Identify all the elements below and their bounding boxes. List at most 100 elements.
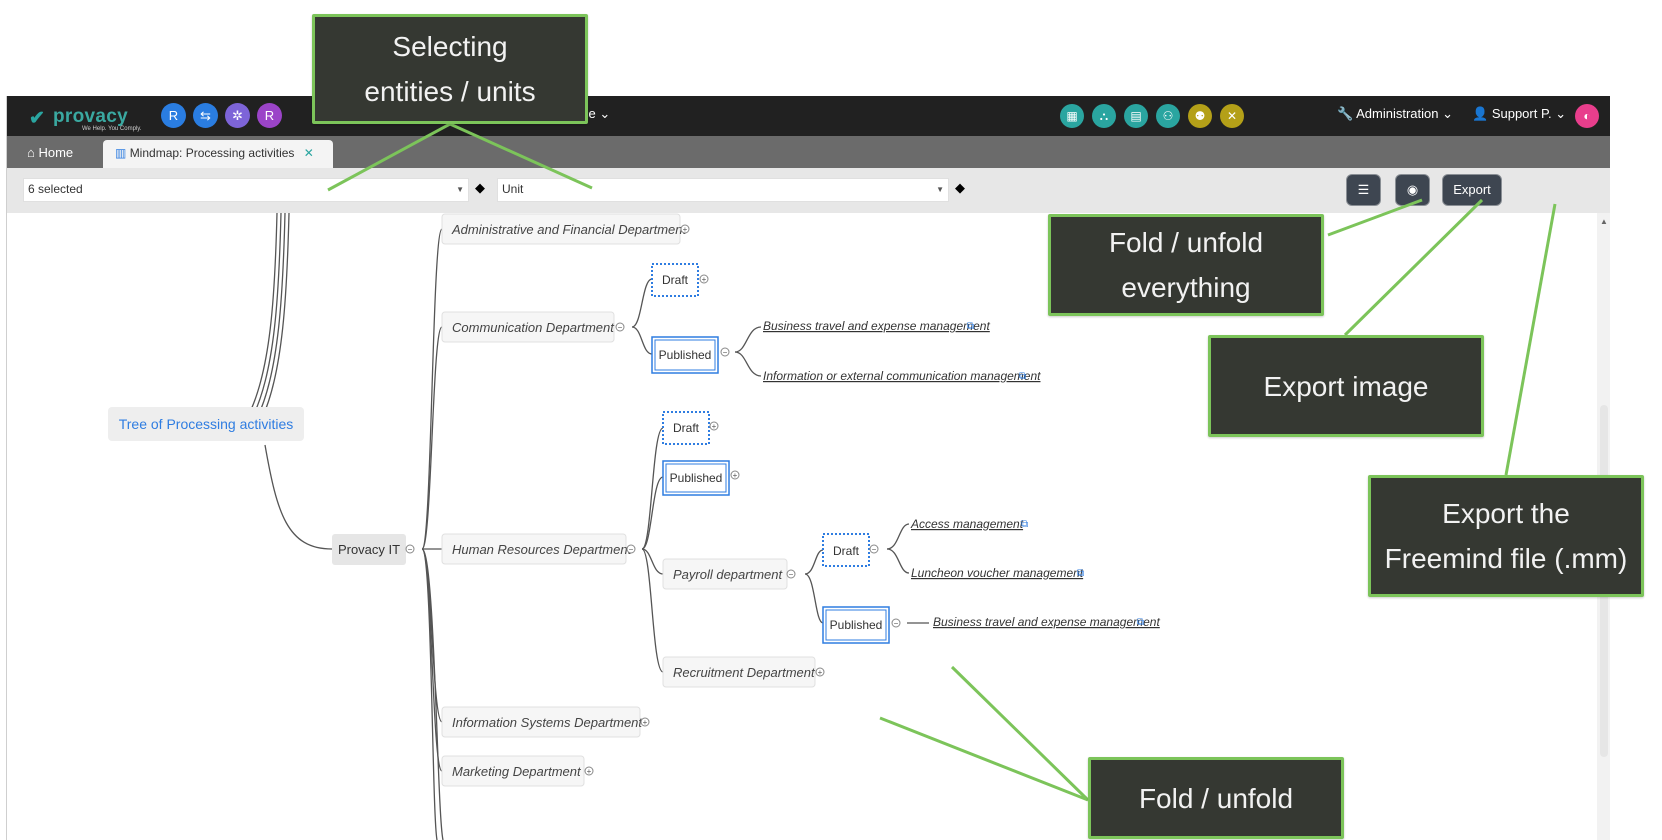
mindmap-root-node[interactable]: Tree of Processing activities — [108, 407, 304, 441]
module-r-purple-icon[interactable]: R — [257, 103, 282, 128]
avatar[interactable]: ◐ — [1575, 104, 1599, 128]
external-link-icon: ⧉ — [1019, 371, 1026, 382]
administration-menu[interactable]: 🔧 Administration ⌄ — [1337, 106, 1453, 121]
user-icon: 👤 — [1472, 106, 1489, 121]
svg-text:Business travel and expense ma: Business travel and expense management — [933, 615, 1160, 629]
export-button[interactable]: Export — [1442, 174, 1502, 206]
edge — [641, 476, 664, 550]
edge — [631, 326, 653, 355]
svg-text:Published: Published — [670, 471, 723, 485]
module-r-icon[interactable]: R — [161, 103, 186, 128]
expand-icon: + — [702, 275, 707, 284]
external-link-icon: ⧉ — [1021, 519, 1028, 530]
expand-icon: + — [643, 718, 648, 727]
edge — [421, 548, 444, 840]
dept-node[interactable]: Human Resources Department − — [441, 533, 636, 565]
collapse-icon: − — [618, 323, 623, 332]
edge — [734, 326, 762, 353]
edge — [421, 548, 443, 772]
svg-text:Draft: Draft — [833, 544, 860, 558]
mindmap-company-node[interactable]: Provacy IT − — [332, 534, 415, 565]
tab-home[interactable]: ⌂ Home — [27, 145, 74, 160]
external-link-icon: ⧉ — [1137, 617, 1144, 628]
edge — [261, 213, 290, 419]
expand-icon: + — [733, 471, 738, 480]
status-published-node[interactable]: Published − — [651, 336, 730, 374]
activity-link[interactable]: Business travel and expense management ⧉ — [763, 319, 990, 333]
expand-icon: + — [587, 767, 592, 776]
filter-bar: 6 selected ▼ ◆ Unit ▼ ◆ ☰ ◉ Export — [7, 168, 1610, 213]
home-icon: ⌂ — [27, 145, 35, 160]
dept-node[interactable]: Administrative and Financial Department … — [441, 213, 690, 245]
collapse-icon: − — [894, 619, 899, 628]
svg-text:Information Systems Department: Information Systems Department — [452, 715, 643, 730]
dept-node[interactable]: Information Systems Department + — [441, 706, 650, 738]
user-menu[interactable]: 👤 Support P. ⌄ — [1472, 106, 1567, 121]
edge — [246, 213, 278, 419]
external-link-icon: ⧉ — [1077, 568, 1084, 579]
entity-icon[interactable]: ▤ — [1124, 104, 1148, 128]
scroll-up-arrow-icon[interactable]: ▲ — [1600, 217, 1608, 226]
fold-all-button[interactable]: ☰ — [1346, 174, 1381, 206]
logo-tagline: We Help. You Comply. — [82, 126, 142, 132]
entities-select[interactable]: 6 selected ▼ — [23, 178, 469, 202]
collapse-icon: − — [408, 545, 413, 554]
status-published-node[interactable]: Published + — [662, 460, 740, 496]
edge — [641, 548, 664, 673]
eraser-icon[interactable]: ◆ — [955, 180, 965, 195]
close-tab-icon[interactable]: ✕ — [303, 146, 314, 160]
flow-icon[interactable]: ⇆ — [193, 103, 218, 128]
org-chart-icon[interactable]: ⛬ — [1092, 104, 1116, 128]
svg-text:Published: Published — [830, 618, 883, 632]
activity-link[interactable]: Information or external communication ma… — [763, 369, 1041, 383]
subdept-node[interactable]: Recruitment Department + — [662, 656, 825, 688]
tools-icon[interactable]: ✕ — [1220, 104, 1244, 128]
status-draft-node[interactable]: Draft + — [651, 263, 709, 297]
svg-text:Marketing Department: Marketing Department — [452, 764, 582, 779]
edge — [641, 548, 664, 575]
activity-link[interactable]: Luncheon voucher management ⧉ — [911, 566, 1084, 580]
svg-text:Published: Published — [659, 348, 712, 362]
provacy-logo[interactable]: ✔ provacy We Help. You Comply. — [29, 104, 142, 132]
dept-node[interactable]: Marketing Department + — [441, 755, 594, 787]
gear-network-icon[interactable]: ✲ — [225, 103, 250, 128]
list-icon: ☰ — [1357, 182, 1370, 197]
svg-text:Provacy IT: Provacy IT — [338, 542, 400, 557]
edge — [886, 523, 910, 550]
tab-mindmap[interactable]: ▥ Mindmap: Processing activities ✕ — [103, 140, 333, 168]
svg-text:Business travel and expense ma: Business travel and expense management — [763, 319, 990, 333]
status-draft-node[interactable]: Draft + — [662, 411, 719, 445]
status-published-node[interactable]: Published − — [822, 606, 901, 644]
status-draft-node[interactable]: Draft − — [822, 533, 879, 567]
subdept-node[interactable]: Payroll department − — [662, 558, 796, 590]
caret-down-icon: ▼ — [936, 185, 944, 194]
activity-link[interactable]: Access management ⧉ — [910, 517, 1028, 531]
edge — [886, 548, 910, 574]
callout-fold-all: Fold / unfold everything — [1048, 214, 1324, 316]
external-link-icon: ⧉ — [967, 321, 974, 332]
top-navigation-bar: ✔ provacy We Help. You Comply. R ⇆ ✲ R c… — [7, 96, 1610, 136]
building-icon[interactable]: ▦ — [1060, 104, 1084, 128]
activity-link[interactable]: Business travel and expense management ⧉ — [933, 615, 1160, 629]
wrench-icon: 🔧 — [1337, 106, 1354, 121]
svg-text:Tree of Processing activities: Tree of Processing activities — [119, 416, 294, 432]
callout-export-freemind: Export the Freemind file (.mm) — [1368, 475, 1644, 597]
collapse-icon: − — [872, 545, 877, 554]
dept-node[interactable]: Communication Department − — [441, 311, 625, 343]
edge — [734, 351, 762, 377]
mindmap-canvas[interactable]: Tree of Processing activities Provacy IT… — [7, 213, 1597, 840]
eraser-icon[interactable]: ◆ — [475, 180, 485, 195]
svg-text:Administrative and Financial D: Administrative and Financial Department — [451, 222, 687, 237]
svg-text:Recruitment Department: Recruitment Department — [673, 665, 816, 680]
tab-bar: ⌂ Home ▥ Mindmap: Processing activities … — [7, 136, 1610, 168]
camera-icon: ◉ — [1406, 182, 1419, 197]
edge — [251, 213, 282, 419]
unit-select[interactable]: Unit ▼ — [497, 178, 949, 202]
export-image-button[interactable]: ◉ — [1395, 174, 1430, 206]
users-icon[interactable]: ⚇ — [1156, 104, 1180, 128]
edge — [804, 549, 824, 575]
svg-text:Communication Department: Communication Department — [452, 320, 615, 335]
edge — [804, 573, 824, 624]
people-icon[interactable]: ⚉ — [1188, 104, 1212, 128]
